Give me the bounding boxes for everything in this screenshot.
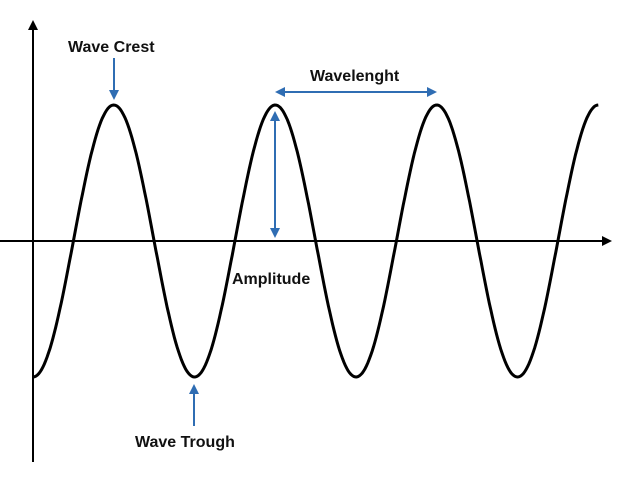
wave-trough-label: Wave Trough xyxy=(135,434,235,451)
sine-wave xyxy=(32,103,599,379)
wave-crest-label: Wave Crest xyxy=(68,39,155,56)
amplitude-label: Amplitude xyxy=(232,271,310,288)
wavelength-label: Wavelenght xyxy=(310,68,400,85)
